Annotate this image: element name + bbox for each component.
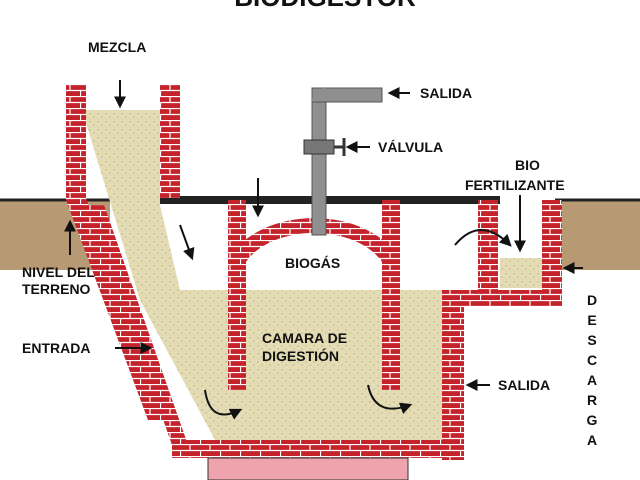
label-bio: BIO: [515, 157, 540, 173]
label-camara-de: CAMARA DE: [262, 330, 347, 346]
inlet-walls: [66, 85, 188, 445]
base-slab: [207, 457, 409, 480]
label-digestion: DIGESTIÓN: [262, 347, 339, 364]
label-mezcla: MEZCLA: [88, 39, 146, 55]
dome: [228, 200, 400, 390]
descarga-letter: A: [587, 372, 597, 388]
label-entrada: ENTRADA: [22, 340, 90, 356]
diagram-title: BIODIGESTOR: [234, 0, 416, 12]
valve-icon: [303, 138, 346, 156]
curved-arrow-icon: [367, 384, 413, 414]
descarga-letter: E: [587, 312, 596, 328]
label-salida-right: SALIDA: [498, 377, 550, 393]
tank-walls: [172, 200, 562, 460]
label-salida-top: SALIDA: [420, 85, 472, 101]
top-slab: [160, 196, 500, 204]
curved-arrow-icon: [204, 389, 243, 420]
label-descarga: D E S C A R G A: [587, 292, 598, 448]
slurry: [82, 110, 550, 440]
label-terreno: TERRENO: [22, 281, 91, 297]
label-fertilizante: FERTILIZANTE: [465, 177, 565, 193]
arrows: [64, 80, 583, 391]
descarga-letter: C: [587, 352, 597, 368]
label-biogas: BIOGÁS: [285, 255, 340, 271]
curved-arrows: [204, 229, 512, 420]
descarga-letter: R: [587, 392, 597, 408]
descarga-letter: S: [587, 332, 596, 348]
label-nivel-del: NIVEL DEL: [22, 264, 95, 280]
arrow-icon: [179, 224, 195, 261]
gas-pipe: [311, 87, 383, 236]
descarga-letter: D: [587, 292, 597, 308]
descarga-letter: A: [587, 432, 597, 448]
descarga-letter: G: [587, 412, 598, 428]
label-valvula: VÁLVULA: [378, 139, 443, 155]
curved-arrow-icon: [454, 229, 512, 247]
